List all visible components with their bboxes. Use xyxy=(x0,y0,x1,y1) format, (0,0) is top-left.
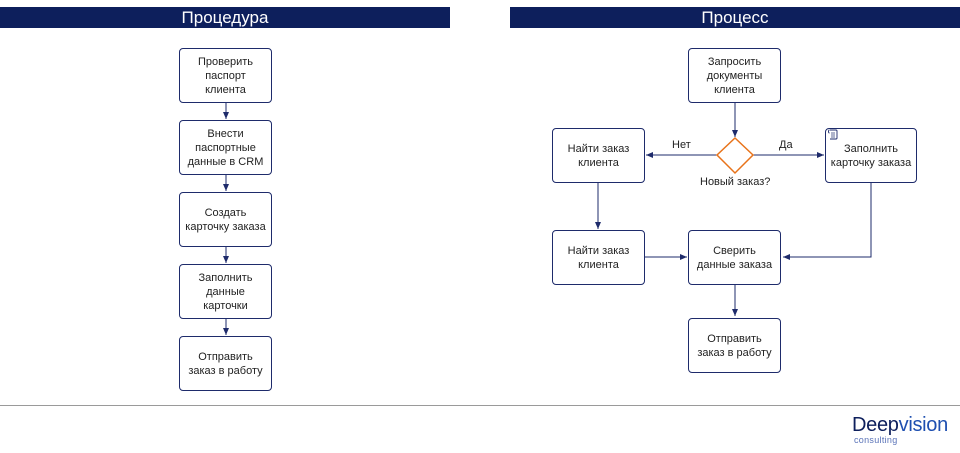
step-send-order: Отправить заказ в работу xyxy=(179,336,272,391)
step-fill-card: Заполнить данные карточки xyxy=(179,264,272,319)
decision-diamond xyxy=(715,136,755,175)
process-header: Процесс xyxy=(510,7,960,28)
script-icon xyxy=(828,129,838,140)
footer-divider xyxy=(0,405,960,406)
logo-part-deep: Deep xyxy=(852,414,899,436)
decision-label: Новый заказ? xyxy=(700,176,771,188)
logo-part-vision: vision xyxy=(898,414,949,436)
step-check-passport: Проверить паспорт клиента xyxy=(179,48,272,103)
node-verify: Сверить данные заказа xyxy=(688,230,781,285)
node-find-order-top: Найти заказ клиента xyxy=(552,128,645,183)
procedure-header: Процедура xyxy=(0,7,450,28)
label-yes: Да xyxy=(779,139,793,151)
node-fill-card: Заполнить карточку заказа xyxy=(825,128,917,183)
logo-subtitle: consulting xyxy=(854,435,898,445)
label-no: Нет xyxy=(672,139,691,151)
node-request-docs: Запросить документы клиента xyxy=(688,48,781,103)
node-send: Отправить заказ в работу xyxy=(688,318,781,373)
company-logo: Deepvision consulting xyxy=(852,414,956,450)
step-create-card: Создать карточку заказа xyxy=(179,192,272,247)
node-find-order-bottom: Найти заказ клиента xyxy=(552,230,645,285)
arrow-fill-card-verify xyxy=(783,183,872,260)
step-enter-passport-data: Внести паспортные данные в CRM xyxy=(179,120,272,175)
